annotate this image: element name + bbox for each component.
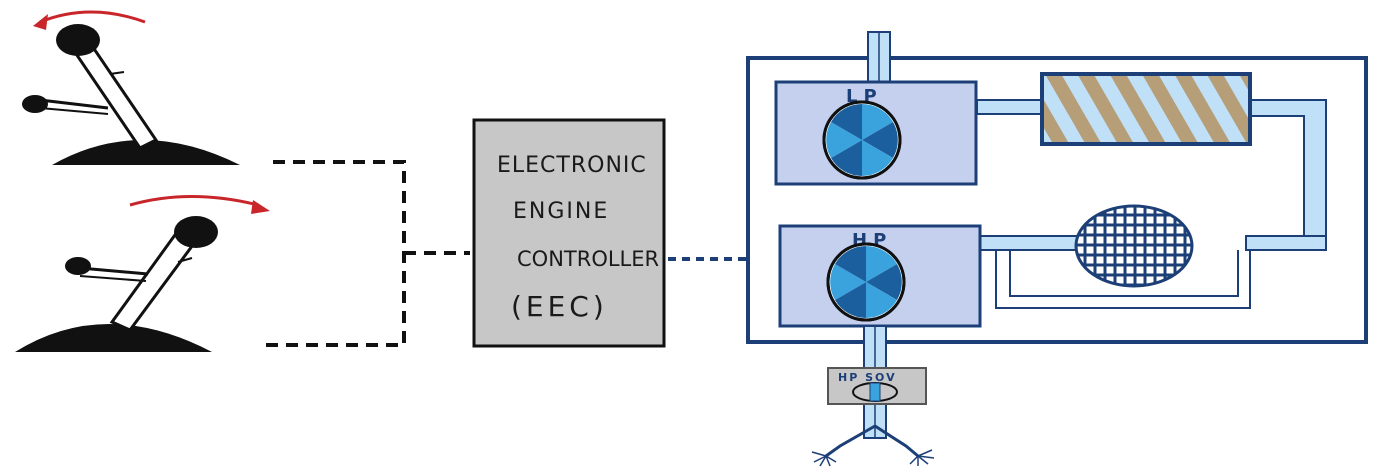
spray-right xyxy=(909,449,935,466)
eec-line-1: ELECTRONIC xyxy=(497,153,647,178)
mesh-filter xyxy=(1074,204,1194,288)
lever-base-top xyxy=(52,140,240,165)
eec-box: ELECTRONIC ENGINE CONTROLLER (EEC) xyxy=(472,118,666,348)
lever-knob-bottom xyxy=(174,216,218,248)
lever-signal-lines xyxy=(258,160,470,347)
hp-fan-icon xyxy=(826,242,906,322)
eec-line-3: CONTROLLER xyxy=(517,247,659,271)
lever-small-knob-bottom xyxy=(65,257,91,275)
lever-arm-top xyxy=(39,98,109,110)
duct-bypass-loop xyxy=(995,250,1251,309)
arrow-arc-top xyxy=(39,10,146,24)
arrow-head-bottom xyxy=(251,200,270,214)
eec-line-4: (EEC) xyxy=(511,290,608,323)
lever-small-knob-top xyxy=(22,95,48,113)
lp-fan-icon xyxy=(822,100,902,180)
hp-sov-valve: HP SOV xyxy=(827,367,927,405)
lever-knob-top xyxy=(56,24,100,56)
outlet-split xyxy=(825,424,919,458)
arrow-head-top xyxy=(33,14,48,30)
duct-mesh-left xyxy=(979,235,1081,251)
throttle-lever-advanced xyxy=(15,195,270,352)
lever-base-bottom xyxy=(15,324,212,352)
spray-left xyxy=(811,451,837,467)
duct-mesh-right xyxy=(1245,235,1327,251)
arrow-arc-bottom xyxy=(129,195,259,207)
heat-exchanger xyxy=(1040,72,1252,146)
throttle-lever-idle xyxy=(22,10,240,165)
hp-compressor: HP xyxy=(778,224,982,328)
sov-label: HP SOV xyxy=(838,371,897,384)
eec-line-2: ENGINE xyxy=(513,199,609,224)
inlet-duct xyxy=(867,31,891,85)
duct-lp-to-hx xyxy=(976,99,1044,115)
lp-compressor: LP xyxy=(774,80,978,186)
lever-arm-bottom xyxy=(79,266,149,276)
